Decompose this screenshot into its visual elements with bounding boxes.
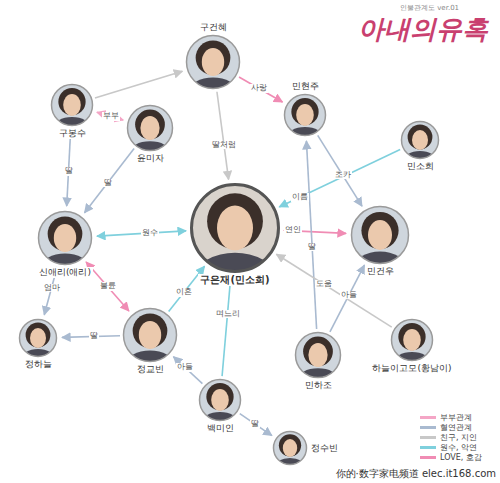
legend-text: LOVE, 호감 xyxy=(440,452,482,463)
character-name: 윤미자 xyxy=(135,153,166,164)
relation-label: 조카 xyxy=(334,171,352,180)
relation-connector xyxy=(240,414,272,436)
portrait-photo xyxy=(400,120,440,160)
character-node: 민건우 xyxy=(350,205,410,277)
relation-connector xyxy=(330,265,364,332)
relation-connector xyxy=(85,149,135,213)
relation-connector xyxy=(217,92,229,180)
portrait-photo xyxy=(198,378,242,422)
character-name: 민현주 xyxy=(290,81,321,92)
legend-swatch xyxy=(420,436,436,439)
legend-text: 혈연관계 xyxy=(440,422,472,433)
title: 아내의유혹 xyxy=(358,12,488,47)
portrait-photo xyxy=(126,104,174,152)
character-node: 정하늘 xyxy=(18,318,58,370)
relation-label: 연인 xyxy=(284,226,302,235)
character-node: 구은재(민소희) xyxy=(190,183,280,286)
character-node: 백미인 xyxy=(198,378,242,434)
legend-text: 부부관계 xyxy=(440,412,472,423)
character-name: 하늘이고모(황남이) xyxy=(370,363,453,374)
relation-label: 며느리 xyxy=(215,310,241,319)
character-name: 정교빈 xyxy=(135,364,166,375)
character-name: 정수빈 xyxy=(309,443,340,454)
character-node: 구봉수 xyxy=(50,83,94,139)
portrait-photo xyxy=(272,430,308,466)
watermark: 你的·数字家电频道 elec.it168.com xyxy=(336,467,496,481)
portrait-photo xyxy=(294,331,342,379)
character-node: 정교빈 xyxy=(122,307,178,375)
legend-text: 친구, 지인 xyxy=(440,432,477,443)
legend-swatch xyxy=(420,456,436,459)
character-name: 민하조 xyxy=(303,380,334,391)
portrait-photo xyxy=(18,318,58,358)
character-name: 정하늘 xyxy=(23,359,54,370)
relation-label: 이혼 xyxy=(175,288,193,297)
legend-row: LOVE, 호감 xyxy=(420,452,482,462)
relation-label: 사랑 xyxy=(250,84,268,93)
relation-label: 딸처럼 xyxy=(211,141,237,150)
relation-connector xyxy=(239,77,282,102)
legend-row: 원수, 악연 xyxy=(420,442,482,452)
legend: 부부관계혈연관계친구, 지인원수, 악연LOVE, 호감 xyxy=(420,412,482,462)
portrait-photo xyxy=(350,205,410,265)
character-node: 민하조 xyxy=(294,331,342,391)
portrait-photo xyxy=(283,93,327,137)
relation-connector xyxy=(279,149,400,207)
character-node: 구건혜 xyxy=(185,22,241,90)
relation-connector xyxy=(222,277,231,376)
relation-connector xyxy=(97,112,123,120)
relation-label: 딸 xyxy=(89,332,99,341)
subtitle: 인물관계도 ver.01 xyxy=(400,3,459,13)
portrait-photo xyxy=(185,34,241,90)
character-node: 하늘이고모(황남이) xyxy=(370,318,453,374)
portrait-photo xyxy=(50,83,94,127)
relation-label: 딸 xyxy=(64,167,74,176)
relation-label: 불륜 xyxy=(99,282,117,291)
relation-label: 딸 xyxy=(250,420,260,429)
relation-connector xyxy=(306,141,316,329)
relation-label: 아들 xyxy=(340,291,358,300)
relation-connector xyxy=(95,71,182,98)
portrait-photo xyxy=(390,318,434,362)
character-node: 민소희 xyxy=(400,120,440,172)
relation-label: 딸 xyxy=(307,243,317,252)
relation-label: 이름 xyxy=(291,193,309,202)
legend-row: 부부관계 xyxy=(420,412,482,422)
portrait-photo xyxy=(190,183,280,273)
relation-label: 부부 xyxy=(102,112,120,121)
character-node: 민현주 xyxy=(283,81,327,137)
portrait-photo xyxy=(122,307,178,363)
character-node: 신애리(애리) xyxy=(37,210,93,278)
legend-row: 친구, 지인 xyxy=(420,432,482,442)
character-name: 구봉수 xyxy=(57,128,88,139)
relation-label: 딸 xyxy=(103,179,113,188)
character-node: 정수빈 xyxy=(272,430,340,466)
relation-label: 원수 xyxy=(141,229,159,238)
legend-swatch xyxy=(420,446,436,449)
character-node: 윤미자 xyxy=(126,104,174,164)
relation-label: 엄마 xyxy=(43,284,61,293)
character-name: 백미인 xyxy=(205,423,236,434)
relation-label: 아들 xyxy=(176,363,194,372)
character-name: 민건우 xyxy=(365,266,396,277)
character-name: 구건혜 xyxy=(198,22,229,33)
character-name: 신애리(애리) xyxy=(37,267,93,278)
character-name: 구은재(민소희) xyxy=(198,274,271,286)
character-name: 민소희 xyxy=(405,161,436,172)
relation-connector xyxy=(173,357,202,384)
portrait-photo xyxy=(37,210,93,266)
legend-row: 혈연관계 xyxy=(420,422,482,432)
legend-text: 원수, 악연 xyxy=(440,442,477,453)
relation-label: 도움 xyxy=(315,280,333,289)
legend-swatch xyxy=(420,416,436,419)
legend-swatch xyxy=(420,426,436,429)
